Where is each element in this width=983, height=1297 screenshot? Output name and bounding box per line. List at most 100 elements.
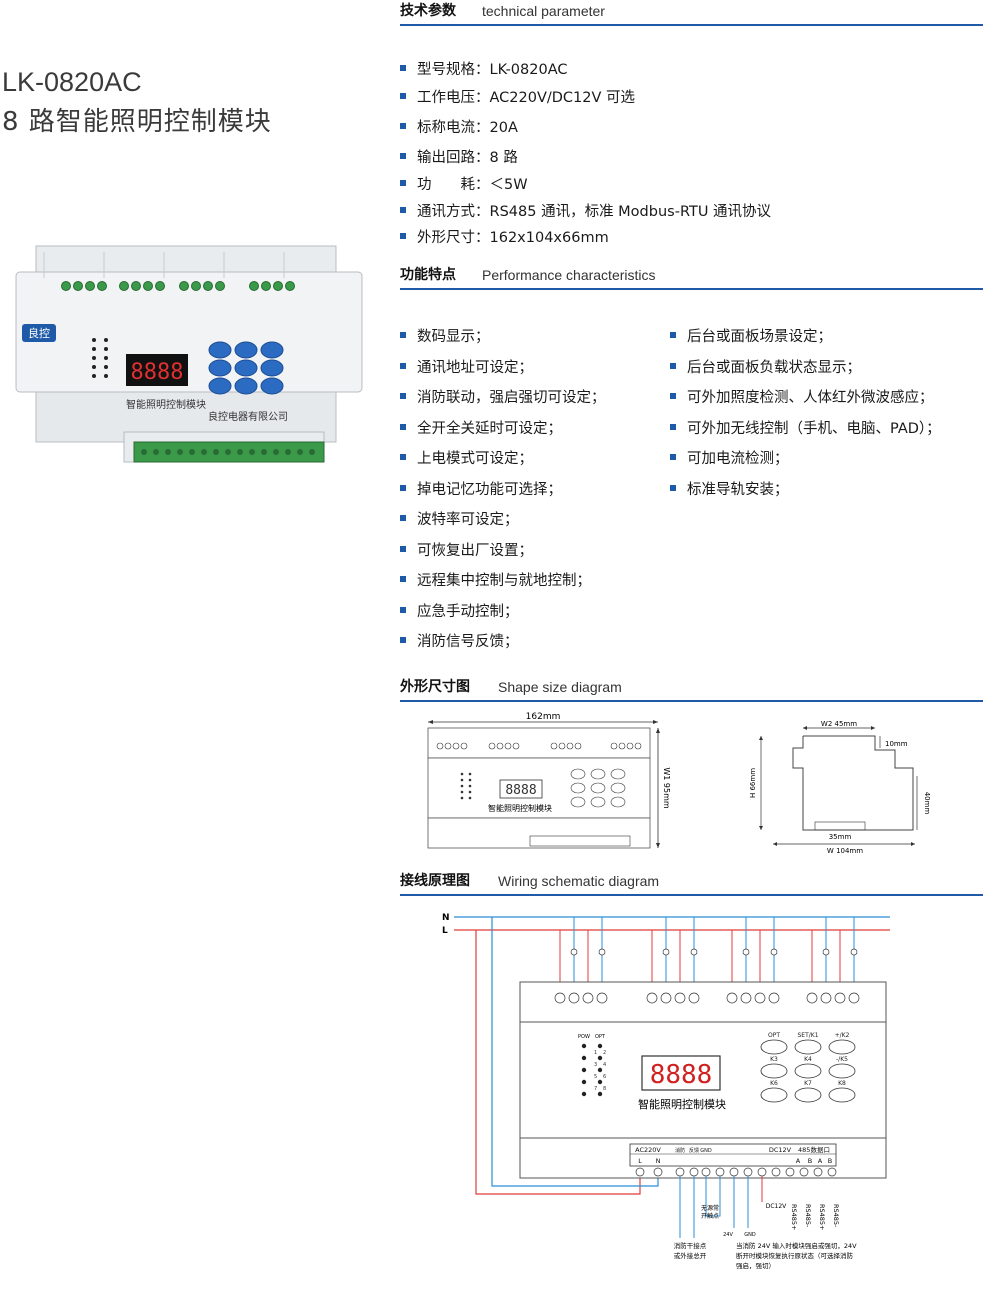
bullet-icon (400, 207, 406, 213)
svg-text:L: L (638, 1157, 642, 1165)
svg-text:DC12V: DC12V (769, 1146, 792, 1154)
bullet-icon (400, 607, 406, 613)
svg-text:或外接总开: 或外接总开 (674, 1251, 707, 1260)
section-shape-header: 外形尺寸图 Shape size diagram (400, 676, 983, 702)
list-item: 标准导轨安装； (670, 478, 789, 499)
list-item: 后台或面板场景设定； (670, 325, 832, 346)
svg-text:RS485-: RS485- (804, 1204, 812, 1228)
front-width-label: 162mm (526, 712, 561, 722)
product-photo: 良控 8888 智能照明控制模块 良控电器有限公司 (15, 245, 363, 463)
svg-text:DC12V: DC12V (766, 1203, 787, 1210)
list-item: 功 耗：＜5W (400, 173, 528, 194)
list-item: 外形尺寸：162x104x66mm (400, 226, 609, 247)
list-item: 波特率可设定； (400, 508, 519, 529)
svg-text:当消防 24V 输入时模块强启或强切，24V: 当消防 24V 输入时模块强启或强切，24V (736, 1241, 857, 1250)
svg-text:5: 5 (594, 1074, 597, 1080)
svg-text:SET/K1: SET/K1 (797, 1032, 818, 1039)
front-display: 8888 (505, 783, 536, 798)
section-tech-zh: 技术参数 (400, 3, 456, 19)
bullet-icon (400, 153, 406, 159)
svg-text:2: 2 (603, 1050, 606, 1056)
bullet-icon (400, 454, 406, 460)
wiring-panel-label: 智能照明控制模块 (638, 1097, 726, 1111)
svg-text:6: 6 (603, 1074, 606, 1080)
bullet-icon (400, 546, 406, 552)
list-item: 应急手动控制； (400, 600, 519, 621)
svg-text:强启，强切）: 强启，强切） (736, 1261, 775, 1270)
wiring-display: 8888 (650, 1060, 713, 1090)
photo-display: 8888 (131, 360, 184, 385)
svg-text:N: N (656, 1157, 661, 1165)
product-model: LK-0820AC (2, 67, 142, 97)
bullet-icon (400, 332, 406, 338)
front-height-label: W1 95mm (662, 767, 670, 809)
list-item: 数码显示； (400, 325, 490, 346)
svg-text:K3: K3 (770, 1056, 778, 1063)
svg-text:无源常: 无源常 (701, 1204, 719, 1212)
bullet-icon (400, 93, 406, 99)
list-item: 工作电压：AC220V/DC12V 可选 (400, 86, 635, 107)
svg-text:24V: 24V (723, 1232, 733, 1238)
led-pow-label: POW (578, 1034, 590, 1040)
svg-text:B: B (808, 1157, 812, 1165)
svg-text:OPT: OPT (768, 1032, 780, 1039)
section-perf-en: Performance characteristics (482, 267, 656, 283)
bullet-icon (400, 363, 406, 369)
svg-text:GND: GND (744, 1232, 756, 1238)
section-shape-zh: 外形尺寸图 (400, 679, 470, 695)
bullet-icon (400, 424, 406, 430)
side-h-label: H 66mm (749, 768, 757, 798)
svg-text:A: A (796, 1157, 801, 1165)
list-item: 消防联动，强启强切可设定； (400, 386, 606, 407)
bullet-icon (670, 485, 676, 491)
list-item: 标称电流：20A (400, 116, 518, 137)
svg-text:1: 1 (594, 1050, 597, 1056)
svg-text:RS485-: RS485- (832, 1204, 840, 1228)
list-item: 上电模式可设定； (400, 447, 533, 468)
led-opt-label: OPT (595, 1034, 606, 1040)
side-view-diagram: W2 45mm 10mm H 66mm 40mm 35mm W 104mm (749, 720, 931, 855)
bullet-icon (400, 485, 406, 491)
list-item: 全开全关延时可设定； (400, 417, 562, 438)
bullet-icon (670, 363, 676, 369)
svg-text:RS485+: RS485+ (790, 1204, 798, 1231)
section-tech-header: 技术参数 technical parameter (400, 0, 983, 26)
section-wiring-en: Wiring schematic diagram (498, 873, 660, 889)
bullet-icon (670, 332, 676, 338)
bullet-icon (400, 123, 406, 129)
svg-text:B: B (828, 1157, 832, 1165)
bullet-icon (400, 180, 406, 186)
line-n-label: N (442, 913, 450, 923)
bullet-icon (400, 233, 406, 239)
bullet-icon (400, 515, 406, 521)
wiring-diagram: N L POW OPT 1 3 5 (442, 913, 890, 1270)
front-view-diagram: 162mm W1 95mm 8888 智能照明控制模块 (427, 712, 670, 849)
svg-text:-/K5: -/K5 (836, 1056, 848, 1063)
bullet-icon (400, 637, 406, 643)
list-item: 输出回路：8 路 (400, 146, 518, 167)
bullet-icon (670, 454, 676, 460)
product-name: 8 路智能照明控制模块 (2, 107, 272, 137)
svg-text:3: 3 (594, 1062, 597, 1068)
list-item: 通讯方式：RS485 通讯，标准 Modbus-RTU 通讯协议 (400, 200, 771, 221)
bullet-icon (400, 65, 406, 71)
photo-company: 良控电器有限公司 (208, 410, 288, 423)
section-wiring-zh: 接线原理图 (400, 873, 470, 889)
svg-text:K7: K7 (804, 1080, 812, 1087)
bullet-icon (670, 393, 676, 399)
svg-text:GND: GND (700, 1148, 712, 1154)
svg-text:K6: K6 (770, 1080, 778, 1087)
section-tech-en: technical parameter (482, 3, 605, 19)
list-item: 消防信号反馈； (400, 630, 519, 651)
section-wiring-header: 接线原理图 Wiring schematic diagram (400, 870, 983, 896)
list-item: 远程集中控制与就地控制； (400, 569, 591, 590)
svg-text:A: A (818, 1157, 823, 1165)
svg-text:4: 4 (603, 1062, 606, 1068)
svg-text:开触点: 开触点 (701, 1212, 719, 1220)
svg-text:消防干接点: 消防干接点 (674, 1241, 707, 1250)
list-item: 可恢复出厂设置； (400, 539, 533, 560)
svg-text:K8: K8 (838, 1080, 846, 1087)
svg-text:消防: 消防 (675, 1147, 685, 1154)
side-bottom-inner-label: 35mm (829, 833, 852, 841)
svg-text:+/K2: +/K2 (835, 1032, 850, 1039)
